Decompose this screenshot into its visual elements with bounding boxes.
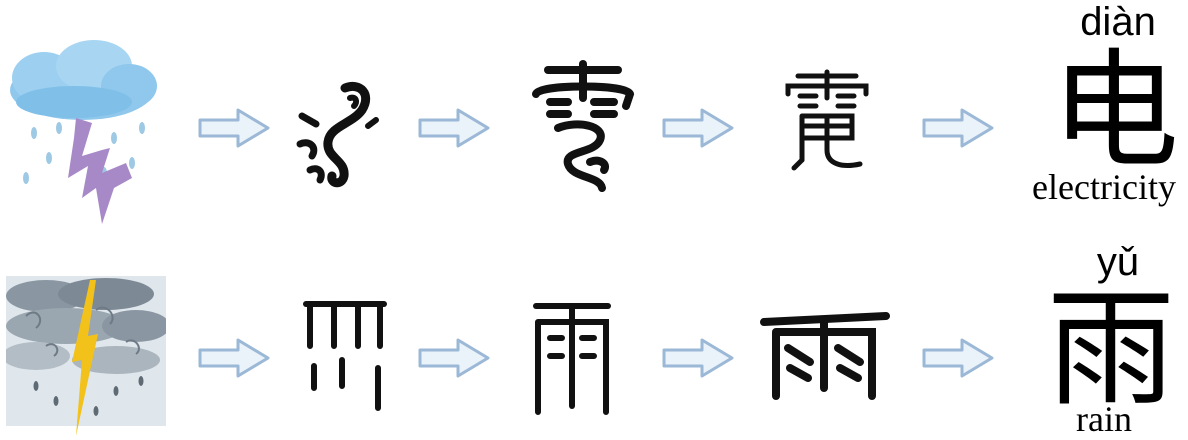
- right-arrow-icon: [418, 338, 490, 378]
- oracle-bone-rain-glyph: [300, 296, 390, 416]
- storm-cloud-with-lightning-icon: [4, 38, 162, 228]
- right-arrow-icon: [198, 338, 270, 378]
- seal-rain-glyph: [760, 312, 890, 402]
- right-arrow-icon: [662, 338, 734, 378]
- bronze-rain-glyph: [530, 300, 614, 416]
- modern-character: 电: [1040, 48, 1188, 176]
- seal-electricity-glyph: [784, 68, 870, 172]
- meaning-label: rain: [1004, 398, 1188, 440]
- right-arrow-icon: [198, 108, 270, 148]
- rain-storm-icon: [6, 276, 166, 436]
- right-arrow-icon: [922, 338, 994, 378]
- right-arrow-icon: [922, 108, 994, 148]
- meaning-label: electricity: [1004, 166, 1188, 208]
- oracle-bone-electricity-glyph: [290, 80, 380, 190]
- bronze-electricity-glyph: [528, 58, 638, 196]
- right-arrow-icon: [662, 108, 734, 148]
- modern-character: 雨: [1036, 286, 1186, 414]
- right-arrow-icon: [418, 108, 490, 148]
